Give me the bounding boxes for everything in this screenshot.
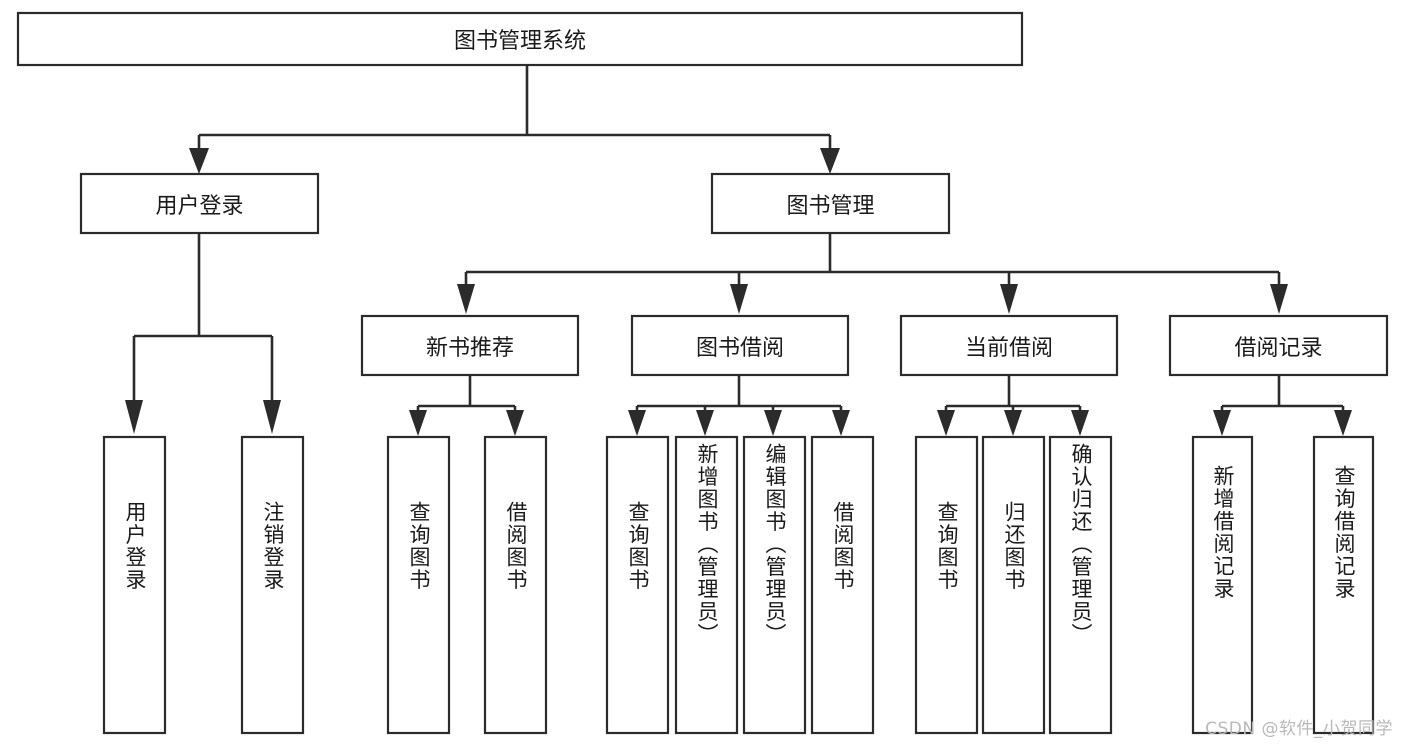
arrow-head-book-borrow xyxy=(730,284,748,314)
arrow-head-new-book-rec xyxy=(457,284,475,314)
node-leaf-query-book-2[interactable] xyxy=(605,435,670,735)
arrow-head-leaf-query-book-2 xyxy=(628,410,646,436)
node-book-borrow[interactable] xyxy=(630,314,850,377)
arrow-head-leaf-borrow-book-2 xyxy=(832,410,850,436)
node-leaf-borrow-book-2[interactable] xyxy=(810,435,875,735)
connector-group-book-manage xyxy=(457,233,1288,314)
node-leaf-borrow-book-1[interactable] xyxy=(483,435,548,735)
arrow-head-leaf-edit-book xyxy=(764,410,782,436)
arrow-head-book-manage xyxy=(820,148,840,174)
arrow-head-leaf-return-book xyxy=(1004,410,1022,436)
arrow-head-leaf-logout xyxy=(263,400,281,434)
node-leaf-logout[interactable] xyxy=(240,435,305,735)
node-leaf-query-book-1[interactable] xyxy=(386,435,451,735)
arrow-head-leaf-query-record xyxy=(1334,410,1352,436)
connector-group-borrow-record xyxy=(1213,375,1352,436)
node-new-book-rec[interactable] xyxy=(360,314,580,377)
node-leaf-return-book[interactable] xyxy=(981,435,1046,735)
arrow-head-leaf-query-book-1 xyxy=(409,410,427,436)
node-book-manage[interactable] xyxy=(710,172,951,235)
connector-group-root xyxy=(189,66,840,174)
connector-group-current-borrow xyxy=(937,375,1089,436)
node-leaf-edit-book[interactable] xyxy=(742,435,807,735)
arrow-head-leaf-add-record xyxy=(1213,410,1231,436)
arrow-head-leaf-confirm-return xyxy=(1071,410,1089,436)
node-leaf-user-login[interactable] xyxy=(102,435,167,735)
node-leaf-query-book-3[interactable] xyxy=(914,435,979,735)
node-leaf-add-record[interactable] xyxy=(1191,435,1254,735)
arrow-head-user-login xyxy=(189,148,209,174)
arrow-head-leaf-borrow-book-1 xyxy=(506,410,524,436)
connector-group-new-book-rec xyxy=(409,375,524,436)
node-leaf-add-book[interactable] xyxy=(674,435,739,735)
node-leaf-confirm-return[interactable] xyxy=(1048,435,1113,735)
node-borrow-record[interactable] xyxy=(1168,314,1389,377)
arrow-head-borrow-record xyxy=(1270,284,1288,314)
node-leaf-query-record[interactable] xyxy=(1312,435,1375,735)
arrow-head-leaf-add-book xyxy=(696,410,714,436)
node-user-login[interactable] xyxy=(79,172,320,235)
watermark: CSDN @软件_小贺同学 xyxy=(1205,719,1393,739)
node-root[interactable] xyxy=(16,11,1024,67)
node-current-borrow[interactable] xyxy=(899,314,1119,377)
arrow-head-leaf-query-book-3 xyxy=(937,410,955,436)
arrow-head-leaf-user-login xyxy=(125,400,143,434)
connector-group-book-borrow xyxy=(628,375,850,436)
arrow-head-current-borrow xyxy=(1000,284,1018,314)
connector-group-user-login xyxy=(125,233,281,434)
